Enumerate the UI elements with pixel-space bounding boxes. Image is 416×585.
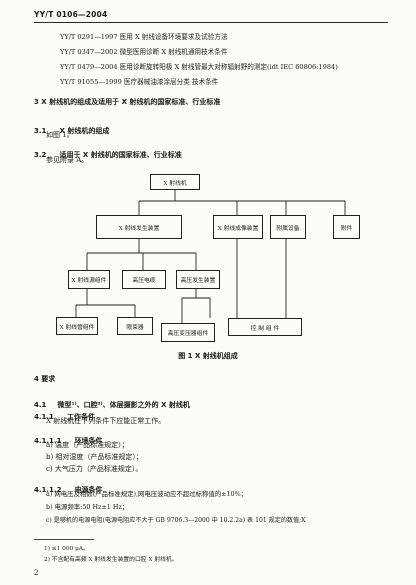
section-title: 工作条件 [67,413,96,421]
section-4-1-1-heading: 4.1.1 工作条件 [34,404,95,423]
section-title: 适用于 X 射线机的国家标准、行业标准 [59,151,182,159]
footnote-rule [34,539,94,540]
section-title: 电源条件 [74,486,103,494]
section-title: 微型¹⁾、口腔²⁾、体层摄影之外的 X 射线机 [57,401,190,409]
power-item-voltage: a) 网电压及相数(产品标准规定),网电压波动应不超过标称值的±10%； [46,490,248,498]
section-title: 环境条件 [74,437,103,445]
diagram-node-xray-tube-assembly: X 射线管组件 [56,317,98,335]
standard-ref-4: YY/T 91055—1999 医疗器械油漆涂层分类 技术条件 [60,78,219,86]
header-rule [34,22,388,23]
section-number: 4.1.1 [34,413,54,421]
standard-ref-2: YY/T 0347—2002 微型医用诊断 X 射线机通用技术条件 [60,48,228,56]
diagram-node-control-assembly: 控 制 组 件 [228,318,302,336]
section-3-1-text: 如图 1。 [46,131,74,139]
section-number: 4.1 [34,401,47,409]
diagram-node-xray-machine: X 射线机 [150,174,200,190]
section-4-1-1-text: X 射线机在下列条件下应能正常工作。 [46,417,166,425]
section-3-2-text: 参见附录 A。 [46,156,89,164]
diagram-node-auxiliary-equipment: 附属设备 [270,215,306,239]
section-3-1-heading: 3.1 X 射线机的组成 [34,118,109,137]
env-item-temperature: a) 温度（产品标准规定）； [46,441,129,449]
diagram-node-hv-cable: 高压电缆 [122,270,166,289]
env-item-humidity: b) 相对湿度（产品标准规定）； [46,453,143,461]
diagram-node-beam-limiter: 限束器 [117,317,153,335]
power-item-resistance: c) 是够机的电源电阻(电源电阻应不大于 GB 9706.3—2000 中 10… [46,517,306,524]
section-number: 3.1 [34,127,47,135]
section-3-2-heading: 3.2 适用于 X 射线机的国家标准、行业标准 [34,142,182,161]
standard-ref-1: YY/T 0291—1997 医用 X 射线设备环境要求及试验方法 [60,33,228,41]
diagram-node-xray-generator: X 射线发生装置 [96,215,182,239]
document-code: YY/T 0106—2004 [34,10,108,19]
section-3-title: 3 X 射线机的组成及适用于 X 射线机的国家标准、行业标准 [34,98,221,106]
page-number: 2 [34,569,39,577]
power-item-frequency: b) 电源频率:50 Hz±1 Hz； [46,503,129,511]
diagram-node-xray-source-assembly: X 射线源组件 [68,270,110,289]
standard-ref-3: YY/T 0479—2004 医用诊断旋转阳极 X 射线管最大对称辐射野的测定(… [60,63,338,71]
footnote-2: 2) 不含配有高频 X 射线发生装置的口腔 X 射线机。 [44,557,178,563]
section-number: 4.1.1.1 [34,437,62,445]
diagram-node-imaging-device: X 射线成像装置 [213,215,263,239]
diagram-node-hv-generator: 高压发生装置 [176,270,220,289]
section-title: X 射线机的组成 [59,127,110,135]
section-number: 3.2 [34,151,47,159]
footnote-1: 1) ≤1 000 μA。 [44,546,89,552]
section-4-title: 4 要求 [34,375,56,383]
env-item-pressure: c) 大气压力（产品标准规定）。 [46,465,143,473]
section-4-1-1-1-heading: 4.1.1.1 环境条件 [34,428,103,447]
section-4-1-heading: 4.1 微型¹⁾、口腔²⁾、体层摄影之外的 X 射线机 [34,392,190,411]
diagram-node-hv-transformer: 高压变压器组件 [161,323,215,342]
diagram-node-accessories: 附件 [333,215,360,239]
figure-caption: 图 1 X 射线机组成 [178,352,238,360]
section-4-1-1-2-heading: 4.1.1.2 电源条件 [34,477,103,496]
section-number: 4.1.1.2 [34,486,62,494]
